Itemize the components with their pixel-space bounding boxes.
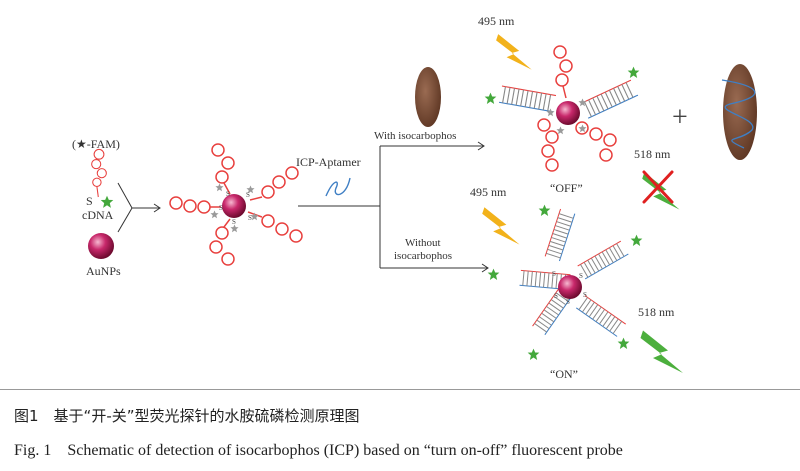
lightning-icon [482,207,520,245]
lightning-icon [496,34,532,70]
aunps-label: AuNPs [86,264,121,278]
wavelength-518-bottom: 518 nm [638,305,675,319]
caption-chinese: 图1 基于“开-关”型荧光探针的水胺硫磷检测原理图 [14,407,360,425]
lightning-icon [640,330,683,373]
probe-complex: S S S S S [169,143,303,266]
fam-legend-label: (★-FAM) [72,137,120,151]
without-label: Without [405,237,441,249]
off-complex [484,45,640,172]
wavelength-495-bottom: 495 nm [470,185,507,199]
plus-sign: + [672,102,688,133]
wavelength-518-top: 518 nm [634,147,671,161]
svg-text:S: S [226,190,230,198]
merge-arrow [117,182,161,233]
s-label: S [86,194,93,208]
particle-icon [88,233,114,259]
cdna-strand [91,148,107,198]
isocarbophos-target [415,67,441,127]
on-label: “ON” [550,367,578,381]
svg-text:S: S [554,292,558,300]
wavelength-495-top: 495 nm [478,14,515,28]
caption-divider [0,389,800,390]
svg-text:S: S [232,218,236,226]
aptamer-strand [325,177,351,197]
svg-text:S: S [579,272,583,280]
schematic-diagram: (★-FAM) S cDNA AuNPs S S [72,14,757,381]
svg-text:S: S [219,204,223,212]
off-label: “OFF” [550,181,583,195]
with-isocarbophos-label: With isocarbophos [374,130,456,142]
cdna-label: cDNA [82,208,114,222]
svg-text:S: S [583,291,587,299]
aptamer-target-complex [721,64,757,160]
svg-text:S: S [552,270,556,278]
without-isocarbophos-label: isocarbophos [394,250,452,262]
cross-icon [642,170,674,204]
svg-text:S: S [246,191,250,199]
aptamer-label: ICP-Aptamer [296,155,361,169]
star-icon [100,195,114,208]
svg-text:S: S [566,298,570,306]
caption-english: Fig. 1 Schematic of detection of isocarb… [14,442,623,459]
branch-arrows [298,141,489,273]
on-complex: S S S S S [487,204,643,360]
svg-text:S: S [248,214,252,222]
